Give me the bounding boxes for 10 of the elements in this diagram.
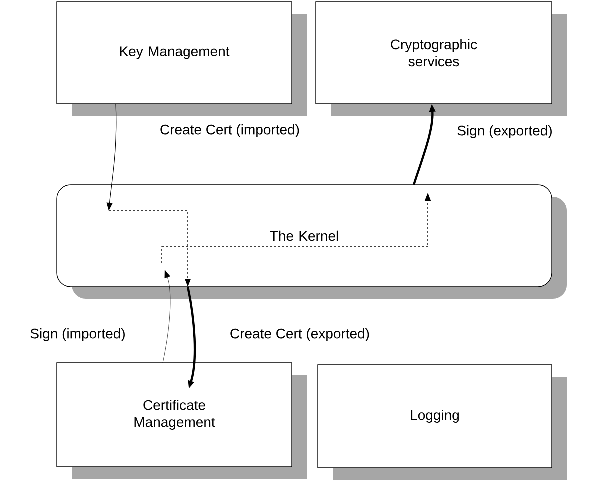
arrow: [162, 270, 171, 364]
edge-label: Sign (exported): [458, 125, 552, 139]
edge-label: Create Cert (imported): [160, 124, 300, 138]
component-box: Cryptographic services: [316, 2, 567, 116]
edge-label: Create Cert (exported): [230, 328, 370, 342]
component-box: Key Management: [56, 2, 307, 116]
kernel-box: The Kernel: [56, 184, 567, 299]
edge-label: Sign (imported): [30, 328, 125, 342]
component-box: Logging: [318, 364, 567, 480]
component-box: Certificate Management: [56, 362, 307, 479]
